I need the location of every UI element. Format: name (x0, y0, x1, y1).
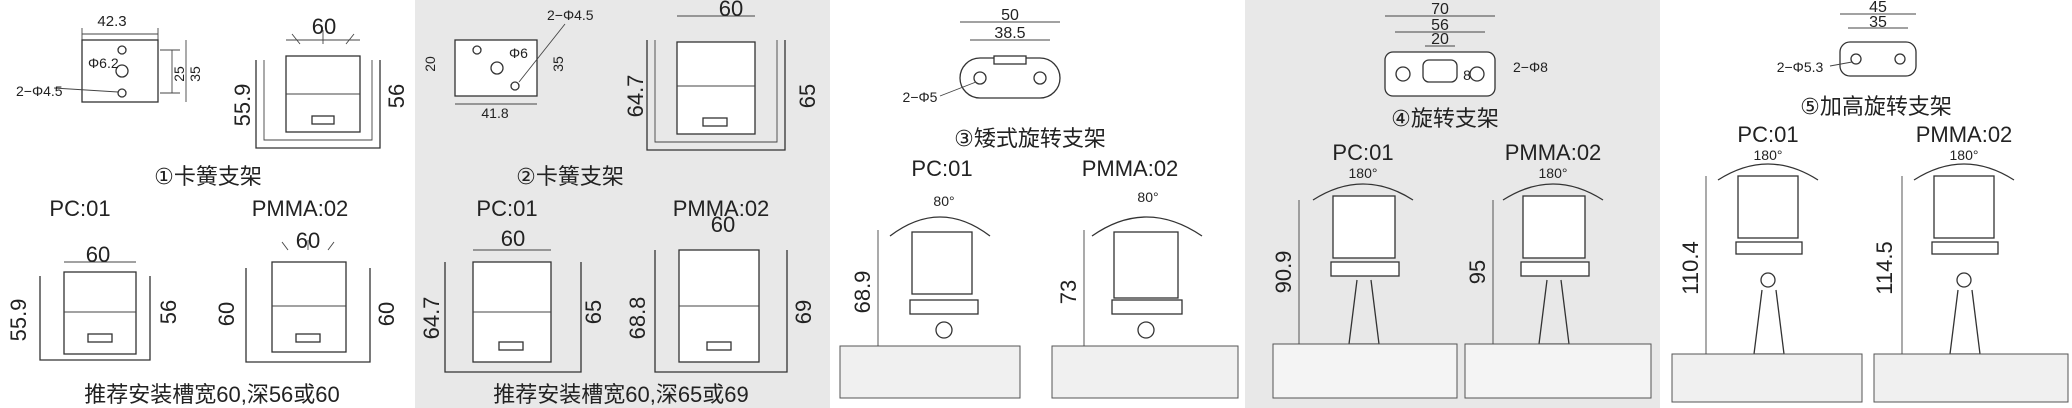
dim-plate-h: 8 (1463, 67, 1471, 83)
dim-pc-width: 60 (501, 226, 525, 251)
plate-drawing (454, 23, 566, 105)
label-pc: PC:01 (1737, 122, 1798, 147)
fixture-top-view (646, 15, 786, 151)
dim-pmma-h2: 60 (374, 302, 399, 326)
fixture-pc (39, 261, 151, 361)
label-pmma: PMMA:02 (252, 196, 349, 221)
dim-plate-h1: 25 (171, 66, 187, 82)
install-caption: 推荐安装槽宽60,深56或60 (84, 382, 340, 407)
dim-center-hole: Φ6 (509, 45, 528, 61)
panel-title: ⑤加高旋转支架 (1800, 94, 1952, 119)
plate-drawing (939, 21, 1061, 99)
label-pc: PC:01 (1332, 140, 1393, 165)
dim-pmma-height: 95 (1465, 260, 1490, 284)
label-pc: PC:01 (476, 196, 537, 221)
dim-fixture-h2: 65 (795, 84, 820, 108)
dim-mount-holes: 2−Φ4.5 (547, 7, 594, 23)
dim-plate-w1: 45 (1869, 0, 1887, 16)
dim-mount-holes: 2−Φ4.5 (16, 83, 63, 99)
dim-fixture-width: 60 (312, 14, 336, 39)
panel-rotating-bracket: 70 56 20 8 2−Φ8 ④旋转支架 PC:01 PMMA:02 180°… (1245, 0, 1660, 408)
dim-plate-w1: 50 (1001, 7, 1019, 24)
panel-low-rotating-bracket: 50 38.5 2−Φ5 ③矮式旋转支架 PC:01 PMMA:02 80° 6… (830, 0, 1245, 408)
dim-fixture-h1: 64.7 (623, 75, 648, 118)
label-pmma: PMMA:02 (1916, 122, 2013, 147)
dim-plate-w2: 56 (1431, 17, 1449, 34)
dim-center-hole: Φ6.2 (88, 55, 119, 71)
fixture-pc (444, 249, 582, 373)
dim-pc-h2: 56 (156, 300, 181, 324)
panel-spring-bracket-1: 42.3 Φ6.2 2−Φ4.5 25 35 60 55.9 56 ①卡簧支架 … (0, 0, 415, 408)
dim-fixture-h2: 56 (384, 84, 409, 108)
dim-pmma-width: 60 (296, 228, 320, 253)
plate-drawing (1384, 15, 1496, 97)
dim-plate-w1: 70 (1431, 1, 1449, 18)
dim-pc-h2: 65 (581, 300, 606, 324)
fixture-pmma (1464, 183, 1652, 399)
dim-pc-h1: 55.9 (6, 299, 31, 342)
dim-pc-height: 110.4 (1678, 241, 1703, 294)
dim-plate-h2: 35 (550, 56, 566, 72)
angle-pmma: 80° (1137, 189, 1158, 205)
fixture-pmma (245, 240, 371, 363)
dim-pc-height: 90.9 (1271, 251, 1296, 294)
panel-title: ①卡簧支架 (154, 164, 262, 189)
label-pc: PC:01 (911, 156, 972, 181)
dim-mount-holes: 2−Φ8 (1513, 59, 1548, 75)
dim-plate-h1: 20 (422, 56, 438, 72)
plate-drawing (53, 28, 187, 103)
fixture-pmma (654, 249, 788, 373)
dim-pc-height: 68.9 (850, 271, 875, 314)
label-pmma: PMMA:02 (1082, 156, 1179, 181)
dim-plate-width: 42.3 (97, 13, 126, 30)
dim-plate-h2: 35 (187, 66, 203, 82)
panel-title: ③矮式旋转支架 (954, 126, 1106, 151)
dim-pmma-height: 73 (1056, 280, 1081, 304)
dim-pmma-h1: 60 (214, 302, 239, 326)
label-pc: PC:01 (49, 196, 110, 221)
dim-pmma-h1: 68.8 (625, 297, 650, 340)
dim-plate-w2: 35 (1869, 14, 1887, 31)
angle-pc: 180° (1349, 165, 1378, 181)
angle-pmma: 180° (1539, 165, 1568, 181)
install-caption: 推荐安装槽宽60,深65或69 (493, 382, 749, 407)
angle-pc: 80° (933, 193, 954, 209)
panel-tall-rotating-bracket: 45 35 2−Φ5.3 ⑤加高旋转支架 PC:01 PMMA:02 180° … (1660, 0, 2072, 408)
label-pmma: PMMA:02 (1505, 140, 1602, 165)
dim-pmma-height: 114.5 (1872, 241, 1897, 294)
dim-plate-w3: 20 (1431, 31, 1449, 48)
dim-pc-width: 60 (86, 242, 110, 267)
label-pmma: PMMA:02 (673, 196, 770, 221)
angle-pmma: 180° (1950, 147, 1979, 163)
dim-mount-holes: 2−Φ5 (903, 89, 938, 105)
fixture-top-view (255, 30, 381, 149)
panel-title: ②卡簧支架 (516, 164, 624, 189)
dim-pmma-h2: 69 (791, 300, 816, 324)
fixture-pc (839, 216, 1021, 399)
dim-fixture-width: 60 (719, 0, 743, 21)
fixture-pmma (1051, 216, 1239, 399)
angle-pc: 180° (1754, 147, 1783, 163)
panel-title: ④旋转支架 (1391, 106, 1499, 131)
dim-mount-holes: 2−Φ5.3 (1777, 59, 1824, 75)
dim-pmma-width: 60 (711, 212, 735, 237)
fixture-pmma (1873, 163, 2069, 403)
dim-pc-h1: 64.7 (419, 297, 444, 340)
fixture-pc (1272, 183, 1458, 399)
dim-plate-w2: 38.5 (994, 25, 1025, 42)
dim-plate-width: 41.8 (481, 105, 508, 121)
panel-spring-bracket-2: 2−Φ4.5 Φ6 20 35 41.8 60 64.7 65 ②卡簧支架 PC… (415, 0, 830, 408)
plate-drawing (1829, 13, 1917, 77)
dim-fixture-h1: 55.9 (230, 84, 255, 127)
fixture-pc (1671, 163, 1863, 403)
